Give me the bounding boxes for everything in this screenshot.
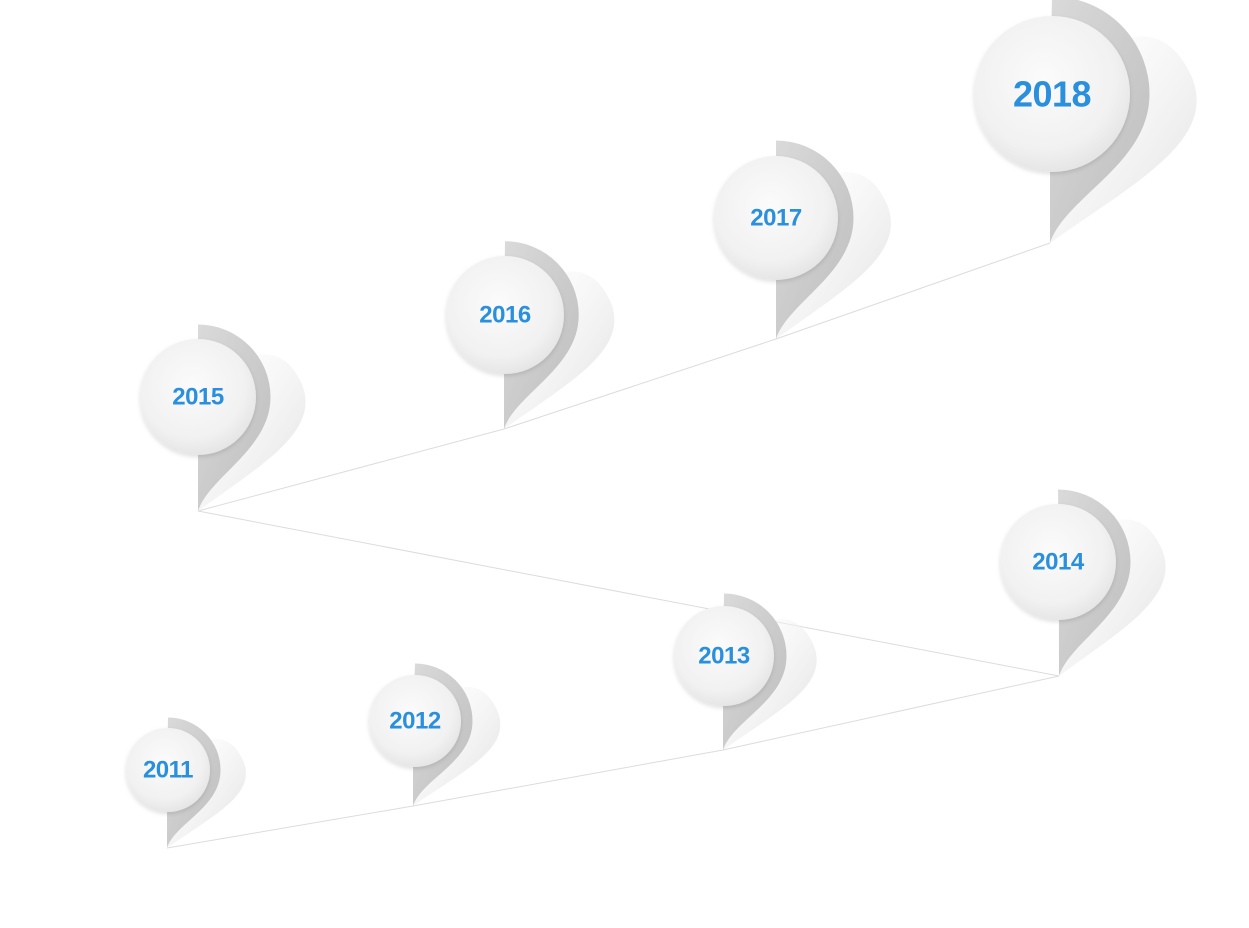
year-label-2012: 2012 xyxy=(389,708,441,735)
year-label-2016: 2016 xyxy=(479,302,531,329)
pin-face-2014 xyxy=(1000,504,1116,620)
pin-face-2017 xyxy=(714,156,838,280)
timeline-pins: 2011 2012 2013 2014 2015 2016 2017 2018 xyxy=(126,0,1197,848)
pin-face-2015 xyxy=(140,339,256,455)
timeline-pin-2011: 2011 xyxy=(126,717,246,848)
year-label-2015: 2015 xyxy=(172,384,224,411)
pin-face-2012 xyxy=(369,675,461,767)
timeline-pin-2017: 2017 xyxy=(714,140,891,339)
pin-face-2013 xyxy=(674,606,774,706)
year-label-2011: 2011 xyxy=(143,757,193,784)
timeline-pin-2013: 2013 xyxy=(674,593,817,750)
timeline-pin-2014: 2014 xyxy=(1000,489,1166,676)
year-label-2017: 2017 xyxy=(750,205,802,232)
pin-face-2018 xyxy=(974,16,1130,172)
year-label-2013: 2013 xyxy=(698,643,750,670)
timeline-pin-2012: 2012 xyxy=(369,663,501,806)
timeline-pin-2018: 2018 xyxy=(974,0,1197,244)
timeline-connector-lines xyxy=(166,242,1060,849)
pin-face-2016 xyxy=(446,256,564,374)
year-label-2018: 2018 xyxy=(1013,74,1091,115)
timeline-connector xyxy=(166,242,1060,849)
timeline-pin-2016: 2016 xyxy=(446,241,615,429)
year-label-2014: 2014 xyxy=(1032,549,1085,576)
timeline-pin-2015: 2015 xyxy=(140,324,306,511)
pin-face-2011 xyxy=(126,728,210,812)
